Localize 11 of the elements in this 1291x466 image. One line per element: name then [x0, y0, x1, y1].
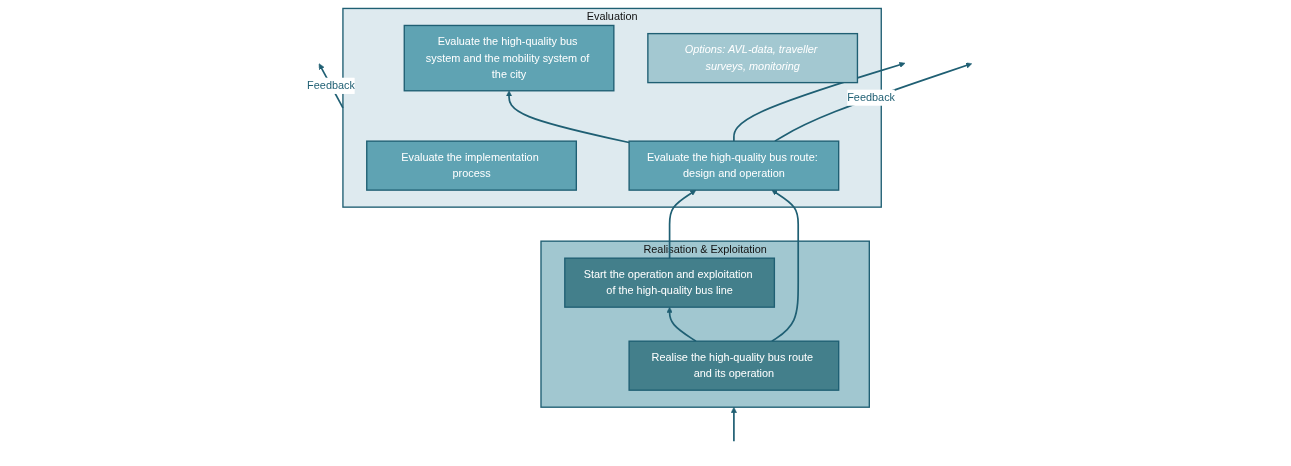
arrow [771, 189, 800, 343]
process-box: Options: AVL-data, traveller surveys, monitoring [647, 32, 859, 84]
arrow [666, 306, 697, 343]
arrow [506, 90, 630, 144]
arrow [733, 61, 906, 142]
process-box: Evaluate the implementation process [366, 140, 578, 191]
process-box: Evaluate the high-quality bus route: design and operation [628, 140, 840, 191]
process-box: Start the operation and exploitation of the high-quality bus line [564, 257, 776, 308]
arrow [730, 406, 737, 443]
process-box: Realise the high-quality bus route and its operation [628, 340, 840, 391]
process-box: Evaluate the high-quality bus system and the mobility system of the city [403, 24, 615, 92]
